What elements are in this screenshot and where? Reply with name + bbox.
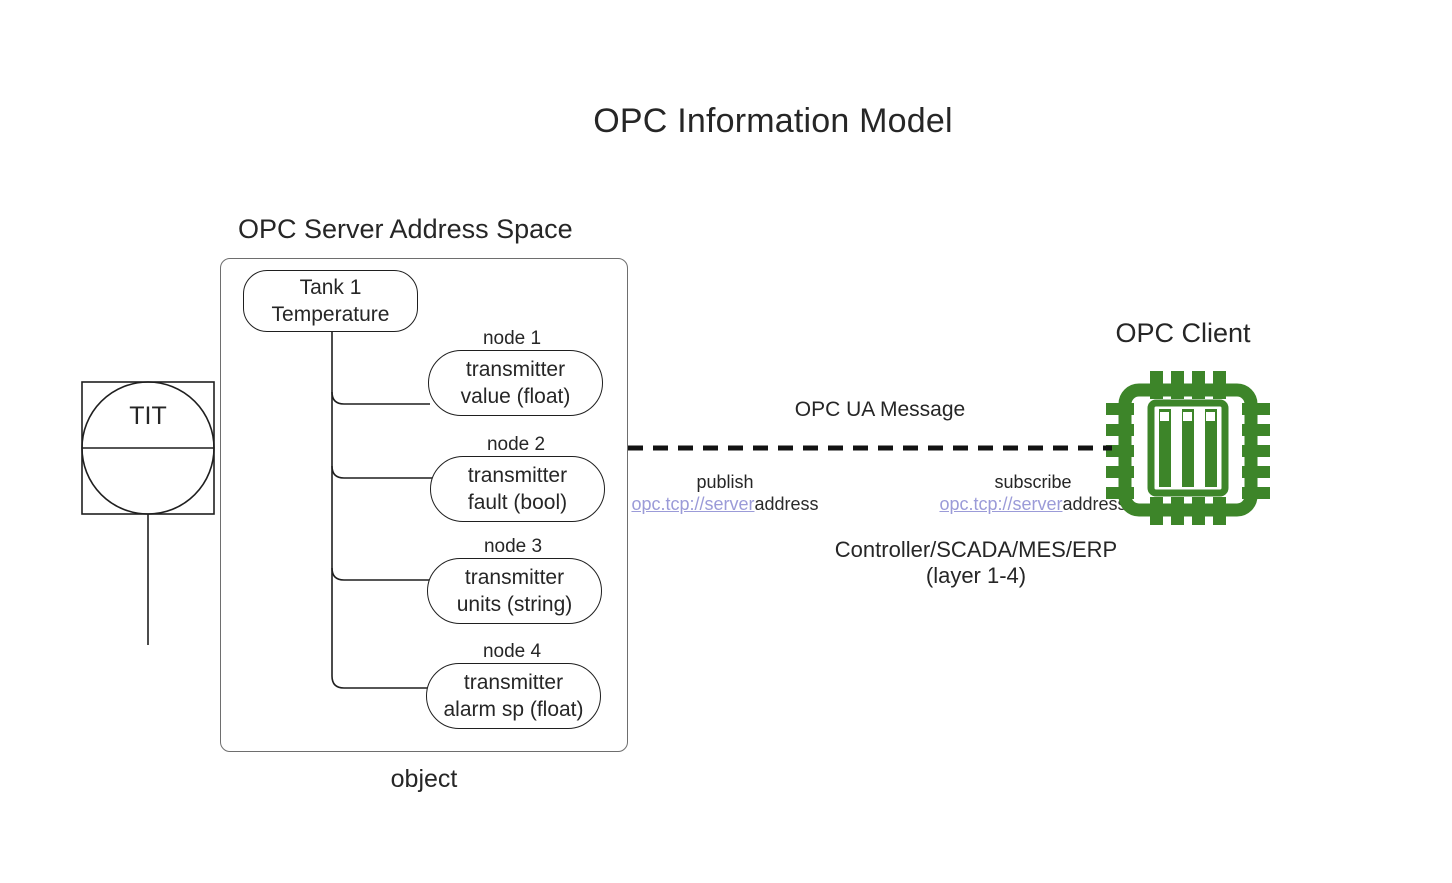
client-role-line-2: (layer 1-4) [925,562,1027,588]
object-caption-label: object [390,765,458,793]
chip-bar-1 [1159,409,1171,487]
object-node-tank-1-temperature[interactable]: Tank 1 Temperature [243,270,418,332]
client-role-line-1: Controller/SCADA/MES/ERP [834,537,1118,562]
object-node-line-2: Temperature [271,303,390,326]
node-2-line-2: fault (bool) [467,491,568,514]
instrument-tag-label: TIT [129,402,167,430]
node-4-transmitter-alarm-sp[interactable]: transmitter alarm sp (float) [426,663,601,729]
node-3-transmitter-units[interactable]: transmitter units (string) [427,558,602,624]
opc-ua-message-label: OPC UA Message [794,398,966,421]
node-3-line-1: transmitter [464,565,565,589]
subscribe-label: subscribe [994,472,1072,492]
client-section-heading: OPC Client [1115,318,1251,348]
chip-bar-3 [1205,409,1217,487]
page-title: OPC Information Model [593,102,953,140]
tree-branch-node-1 [331,391,430,405]
subscribe-endpoint-link-part[interactable]: opc.tcp://server [939,494,1063,514]
node-2-transmitter-fault[interactable]: transmitter fault (bool) [430,456,605,522]
node-1-transmitter-value[interactable]: transmitter value (float) [428,350,603,416]
chip-die-outline [1147,399,1229,497]
tree-branch-node-3 [331,567,429,581]
chip-bar-notch-2 [1183,412,1192,421]
chip-bar-notch-1 [1160,412,1169,421]
node-4-line-1: transmitter [463,670,564,694]
node-tag-1: node 1 [479,328,545,350]
publish-endpoint-suffix: address [754,494,819,514]
node-3-line-2: units (string) [456,593,573,616]
node-tag-3: node 3 [480,536,546,558]
node-1-line-2: value (float) [460,385,571,408]
node-tag-4: node 4 [479,641,545,663]
node-tag-2: node 2 [483,434,549,456]
server-section-heading: OPC Server Address Space [238,214,573,244]
subscribe-endpoint-url[interactable]: opc.tcp://serveraddress [939,494,1126,515]
server-address-space-container [220,258,628,752]
publish-label: publish [696,472,754,492]
publish-endpoint-url[interactable]: opc.tcp://serveraddress [631,494,818,515]
object-node-line-1: Tank 1 [299,275,362,299]
node-1-line-1: transmitter [465,357,566,381]
chip-body-outline [1118,383,1258,517]
client-role-caption: Controller/SCADA/MES/ERP (layer 1-4) [766,537,1186,589]
node-2-line-1: transmitter [467,463,568,487]
tree-branch-node-2 [331,465,432,479]
node-4-line-2: alarm sp (float) [443,698,584,721]
publish-endpoint-link-part[interactable]: opc.tcp://server [631,494,755,514]
tree-branch-node-4 [331,675,428,689]
tit-instrument-icon [81,381,215,645]
chip-bar-2 [1182,409,1194,487]
chip-bar-notch-3 [1206,412,1215,421]
